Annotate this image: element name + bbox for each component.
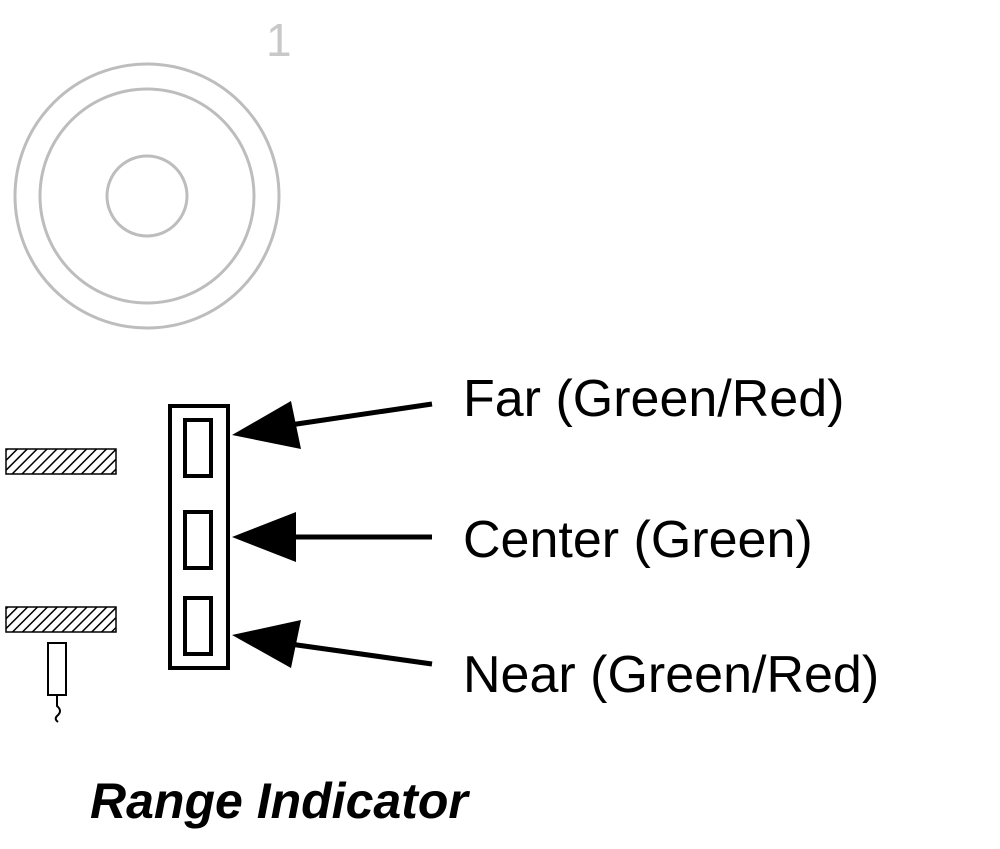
arrow-near xyxy=(232,620,433,668)
arrow-center xyxy=(232,512,432,562)
diagram-caption: Range Indicator xyxy=(90,773,470,829)
probe-icon xyxy=(47,642,67,723)
step-number: 1 xyxy=(266,14,292,66)
label-near: Near (Green/Red) xyxy=(463,646,879,704)
lower-hatched-plate xyxy=(5,606,117,633)
label-far: Far (Green/Red) xyxy=(463,370,844,428)
led-far xyxy=(183,418,213,478)
dial-middle-ring xyxy=(38,87,256,305)
label-center: Center (Green) xyxy=(463,511,813,569)
dial-outer-ring xyxy=(13,62,281,330)
led-center xyxy=(183,510,213,570)
upper-hatched-plate xyxy=(5,448,117,475)
dial-icon xyxy=(13,62,281,330)
led-near xyxy=(183,596,213,656)
dial-center-ring xyxy=(105,154,189,238)
arrow-far xyxy=(232,401,433,449)
